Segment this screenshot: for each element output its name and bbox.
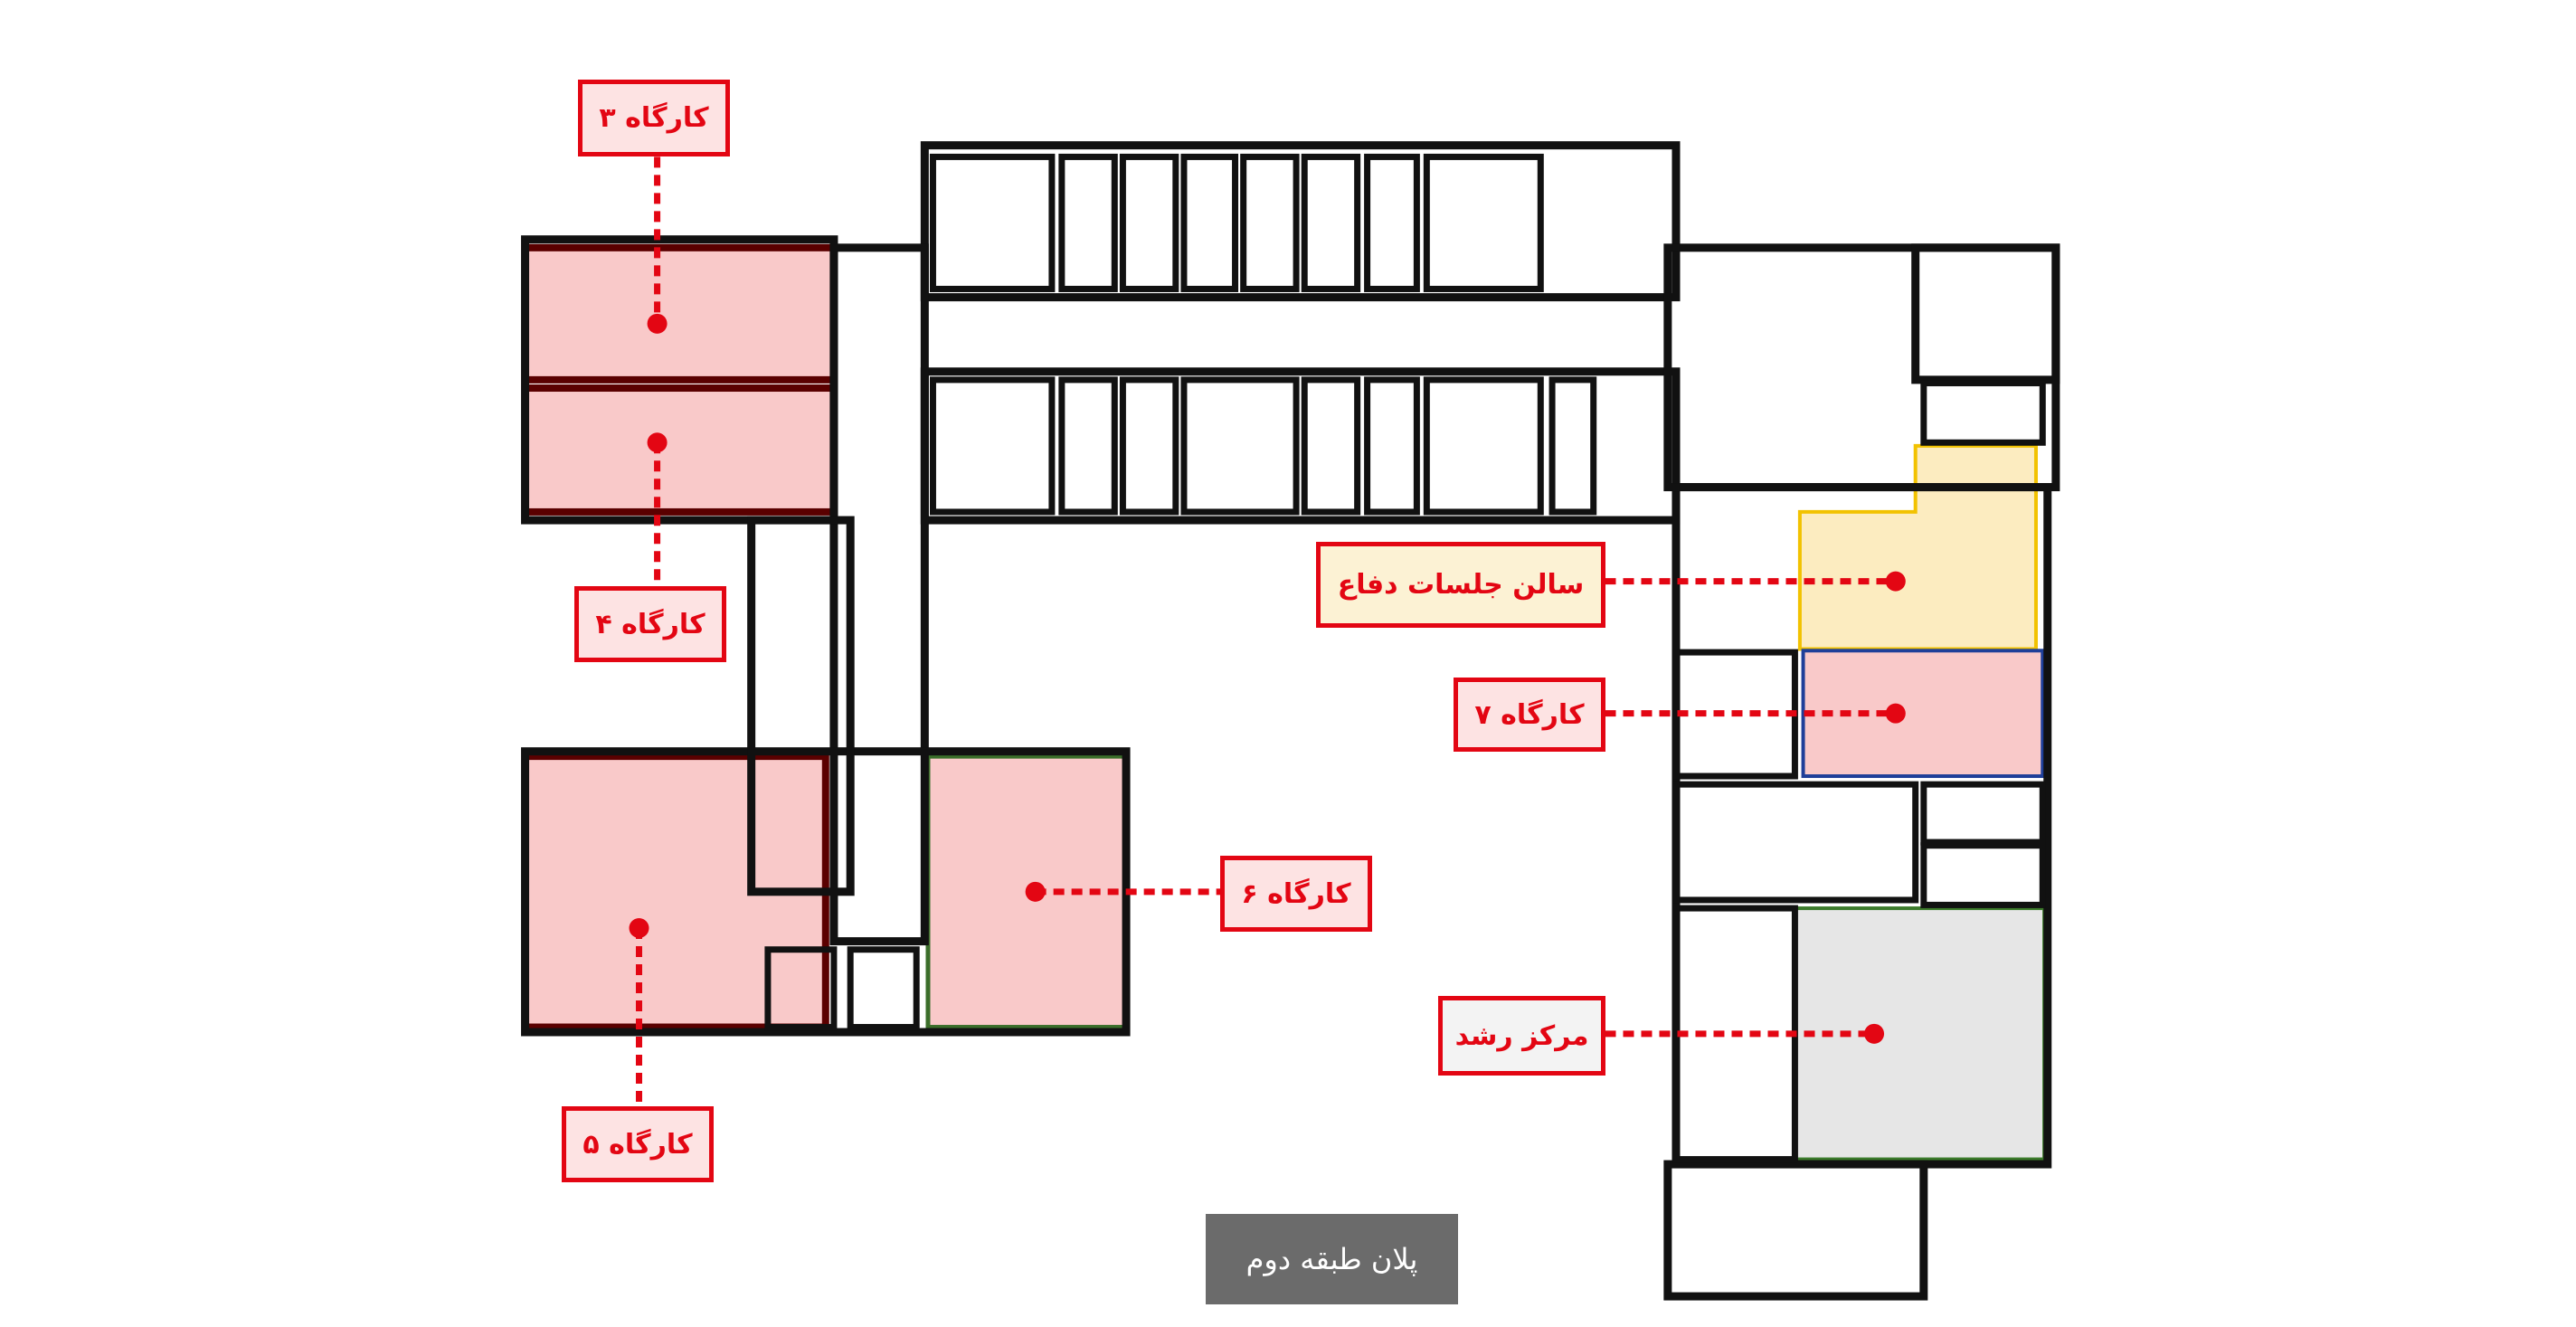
- label-text: سالن جلسات دفاع: [1337, 569, 1585, 601]
- marker-dot: [1885, 571, 1906, 592]
- marker-dot: [629, 917, 649, 938]
- marker-dot: [1864, 1023, 1885, 1044]
- wall-outline: [920, 367, 1681, 525]
- room: [1301, 153, 1361, 292]
- defense-hall-area: [1797, 443, 2038, 651]
- label-text: کارگاه ۶: [1241, 877, 1351, 910]
- room: [1240, 153, 1300, 292]
- room: [929, 376, 1056, 516]
- wall-outline: [521, 235, 838, 525]
- room: [1058, 153, 1118, 292]
- wall-outline: [829, 243, 929, 946]
- label-defense-hall: سالن جلسات دفاع: [1316, 542, 1605, 628]
- workshop-3-area: [521, 243, 838, 384]
- plan-title: پلان طبقه دوم: [1206, 1214, 1458, 1304]
- marker-dot: [1025, 881, 1046, 902]
- label-text: کارگاه ۴: [595, 608, 706, 640]
- room: [1119, 376, 1179, 516]
- label-workshop-4: کارگاه ۴: [574, 586, 726, 662]
- wall-outline: [1911, 243, 2060, 384]
- room: [1423, 153, 1544, 292]
- label-text: کارگاه ۵: [582, 1128, 693, 1161]
- wall-outline: [920, 141, 1681, 302]
- label-workshop-3: کارگاه ۳: [578, 80, 730, 156]
- room: [1119, 153, 1179, 292]
- room: [1920, 842, 2046, 908]
- room: [1301, 376, 1361, 516]
- room: [764, 946, 838, 1031]
- room: [929, 153, 1056, 292]
- room: [1180, 376, 1300, 516]
- room: [1364, 376, 1420, 516]
- room: [1920, 380, 2046, 446]
- wall-outline: [1663, 1160, 1928, 1301]
- wall-outline: [747, 516, 855, 896]
- label-text: کارگاه ۷: [1474, 698, 1585, 731]
- room: [1920, 781, 2046, 846]
- marker-dot: [1885, 703, 1906, 724]
- marker-dot: [647, 313, 668, 334]
- label-workshop-6: کارگاه ۶: [1220, 856, 1372, 932]
- room: [1672, 781, 1919, 904]
- room: [1180, 153, 1239, 292]
- incubator-area: [1793, 906, 2047, 1161]
- label-workshop-5: کارگاه ۵: [562, 1106, 714, 1182]
- label-workshop-7: کارگاه ۷: [1454, 678, 1605, 752]
- workshop-7-area: [1801, 649, 2045, 779]
- room: [1364, 153, 1420, 292]
- workshop-4-area: [521, 384, 838, 516]
- room: [1548, 376, 1597, 516]
- label-incubator: مرکز رشد: [1438, 996, 1605, 1076]
- room: [1058, 376, 1118, 516]
- label-text: کارگاه ۳: [599, 102, 709, 134]
- room: [847, 946, 920, 1031]
- label-text: مرکز رشد: [1454, 1019, 1589, 1052]
- marker-dot: [647, 432, 668, 453]
- room: [1423, 376, 1544, 516]
